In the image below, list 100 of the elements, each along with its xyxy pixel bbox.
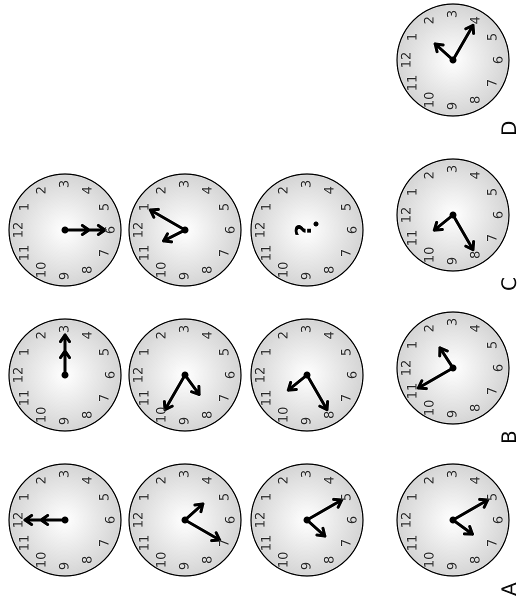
clock-numeral: 4: [324, 331, 336, 340]
clock-numeral: 10: [278, 552, 290, 568]
clock-numeral: 1: [18, 202, 32, 212]
clock-numeral: 9: [300, 272, 314, 280]
clock-numeral: 3: [300, 180, 314, 188]
clock-numeral: 10: [278, 262, 290, 278]
clock-numeral: 11: [18, 390, 32, 406]
clock-numeral: 2: [156, 476, 168, 484]
clock-numeral: 9: [178, 272, 192, 280]
clock-numeral: 4: [470, 324, 482, 332]
clock-numeral: 11: [138, 390, 152, 406]
clock-numeral: 3: [178, 180, 192, 188]
clock-numeral: 3: [58, 324, 72, 334]
clock-numeral: 2: [424, 171, 436, 180]
clock-numeral: 5: [98, 202, 112, 212]
clock-numeral: 10: [156, 552, 168, 568]
option-letter: B: [499, 430, 517, 444]
clock-numeral: 5: [98, 492, 112, 502]
clock-numeral: 9: [300, 562, 314, 570]
clock-numeral: 6: [346, 370, 360, 380]
clock-numeral: 6: [492, 56, 506, 64]
clock-numeral: 9: [446, 102, 460, 110]
clock-numeral: 9: [446, 410, 460, 418]
clock-numeral: 7: [340, 394, 354, 402]
clock-numeral: 5: [218, 348, 232, 356]
clock-numeral: 10: [424, 400, 436, 416]
clock-numeral: 11: [18, 244, 32, 262]
clock-numeral: 4: [82, 186, 94, 194]
clock-numeral: 8: [82, 410, 94, 419]
clock-numeral: 11: [260, 534, 274, 552]
clock-numeral: 7: [98, 248, 112, 258]
question-mark: ?: [294, 224, 316, 236]
clock-numeral: 4: [82, 476, 94, 484]
clock-numeral: 10: [424, 552, 436, 568]
clock-numeral: 2: [278, 331, 290, 340]
clock-numeral: 2: [36, 476, 48, 484]
clock-numeral: 5: [486, 340, 500, 350]
clock-numeral: 3: [446, 10, 460, 18]
clock-numeral: 1: [406, 492, 420, 502]
clock-numeral: 12: [400, 360, 414, 376]
clock-numeral: 4: [324, 186, 336, 194]
clock-numeral: 8: [470, 556, 482, 564]
clock-numeral: 7: [340, 248, 354, 258]
clock-numeral: 2: [278, 186, 290, 194]
clock-numeral: 1: [18, 492, 32, 502]
clock-numeral: 1: [138, 348, 152, 356]
clock-numeral: 12: [12, 512, 26, 528]
clock-numeral: 10: [36, 262, 48, 278]
clock-numeral: 11: [138, 534, 152, 552]
clock-numeral: 4: [82, 331, 94, 340]
clock-numeral: 11: [18, 534, 32, 552]
clock-numeral: 10: [36, 552, 48, 568]
clock-numeral: 2: [36, 186, 48, 194]
clock-numeral: 11: [406, 382, 420, 400]
clock-numeral: 5: [218, 492, 232, 502]
clock-numeral: 1: [406, 32, 420, 42]
clock-numeral: 1: [406, 340, 420, 350]
clock-numeral: 12: [254, 366, 268, 384]
clock-numeral: 9: [446, 256, 460, 266]
clock-numeral: 2: [156, 186, 168, 194]
clock-numeral: 6: [492, 210, 506, 220]
clock-numeral: 8: [324, 410, 336, 419]
clock-numeral: 8: [202, 410, 214, 419]
clock-numeral: 4: [324, 476, 336, 484]
clock-numeral: 11: [260, 244, 274, 262]
clock-numeral: 3: [58, 470, 72, 478]
clock-numeral: 6: [224, 516, 238, 524]
clock-numeral: 7: [218, 538, 232, 548]
option-letter: C: [499, 277, 517, 291]
clock-numeral: 2: [156, 331, 168, 340]
clock-numeral: 9: [178, 416, 192, 426]
clock-numeral: 4: [470, 16, 482, 24]
clock-numeral: 6: [346, 516, 360, 524]
clock-numeral: 3: [178, 324, 192, 334]
clock-numeral: 4: [202, 186, 214, 194]
clock-numeral: 7: [218, 248, 232, 258]
clock-numeral: 10: [424, 92, 436, 108]
option-letter: D: [499, 120, 517, 136]
clock-numeral: 8: [470, 96, 482, 104]
clock-numeral: 2: [424, 324, 436, 332]
clock-numeral: 6: [104, 226, 118, 234]
clock-numeral: 1: [406, 188, 420, 196]
clock-numeral: 3: [58, 180, 72, 188]
clock-numeral: 2: [424, 16, 436, 24]
clock-numeral: 5: [340, 492, 354, 502]
clock-numeral: 6: [346, 226, 360, 234]
clock-numeral: 12: [400, 512, 414, 528]
clock-numeral: 6: [492, 516, 506, 524]
clock-numeral: 10: [278, 406, 290, 424]
clock-numeral: 4: [470, 476, 482, 484]
clock-numeral: 12: [254, 222, 268, 238]
clock-numeral: 4: [202, 476, 214, 484]
clock-numeral: 7: [98, 538, 112, 548]
clock-numeral: 6: [224, 370, 238, 380]
clock-numeral: 5: [98, 348, 112, 356]
clock-numeral: 1: [260, 492, 274, 502]
clock-numeral: 3: [446, 164, 460, 174]
clock-numeral: 7: [486, 386, 500, 396]
clock-numeral: 8: [82, 266, 94, 274]
clock-numeral: 10: [424, 246, 436, 264]
